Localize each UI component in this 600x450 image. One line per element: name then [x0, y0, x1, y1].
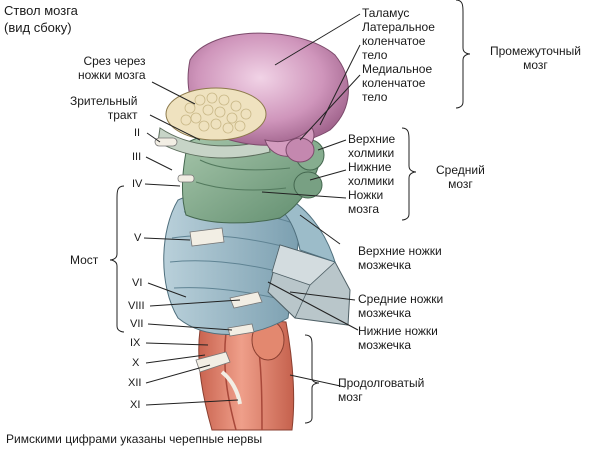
nerve-label-vii: VII [130, 318, 144, 330]
diagram-title: Ствол мозга (вид сбоку) [4, 3, 78, 35]
nerve-label-v: V [134, 232, 142, 244]
nerve-label-xii: XII [128, 377, 142, 389]
nerve-label-xi: XI [130, 399, 141, 411]
peduncle-cut-surface [165, 87, 267, 141]
label-optic-tract: Зрительный тракт [70, 94, 138, 122]
group-label-diencephalon: Промежуточный мозг [490, 44, 581, 72]
footer-note: Римскими цифрами указаны черепные нервы [6, 432, 263, 446]
optic-tract [157, 127, 271, 159]
bracket-diencephalon [455, 0, 471, 109]
label-peduncle-cut: Срез через ножки мозга [78, 54, 146, 82]
group-brackets [109, 0, 471, 424]
label-colliculi-peduncles: Верхние холмики Нижние холмики Ножки моз… [348, 132, 396, 216]
cranial-nerve-stumps [154, 137, 263, 405]
bracket-medulla [304, 334, 320, 424]
group-label-midbrain: Средний мозг [436, 163, 485, 191]
nerve-label-viii: VIII [128, 300, 145, 312]
bracket-midbrain [401, 127, 417, 221]
nerve-label-iii: III [132, 151, 142, 163]
label-inferior-peduncles: Нижние ножки мозжечка [358, 324, 438, 352]
label-medulla: Продолговатый мозг [338, 376, 425, 404]
bracket-pons [109, 185, 125, 333]
label-superior-peduncles: Верхние ножки мозжечка [358, 244, 442, 272]
label-thalamus-geniculate: Таламус Латеральное коленчатое тело Меди… [362, 6, 435, 104]
medulla-oblongata [198, 317, 295, 431]
nerve-label-iv: IV [132, 178, 143, 190]
nerve-label-ix: IX [130, 337, 141, 349]
nerve-label-x: X [132, 357, 140, 369]
label-pons: Мост [70, 253, 99, 267]
label-middle-peduncles: Средние ножки мозжечка [358, 292, 444, 320]
leader-lines [143, 13, 361, 406]
nerve-label-ii: II [134, 127, 141, 139]
nerve-label-vi: VI [132, 277, 143, 289]
